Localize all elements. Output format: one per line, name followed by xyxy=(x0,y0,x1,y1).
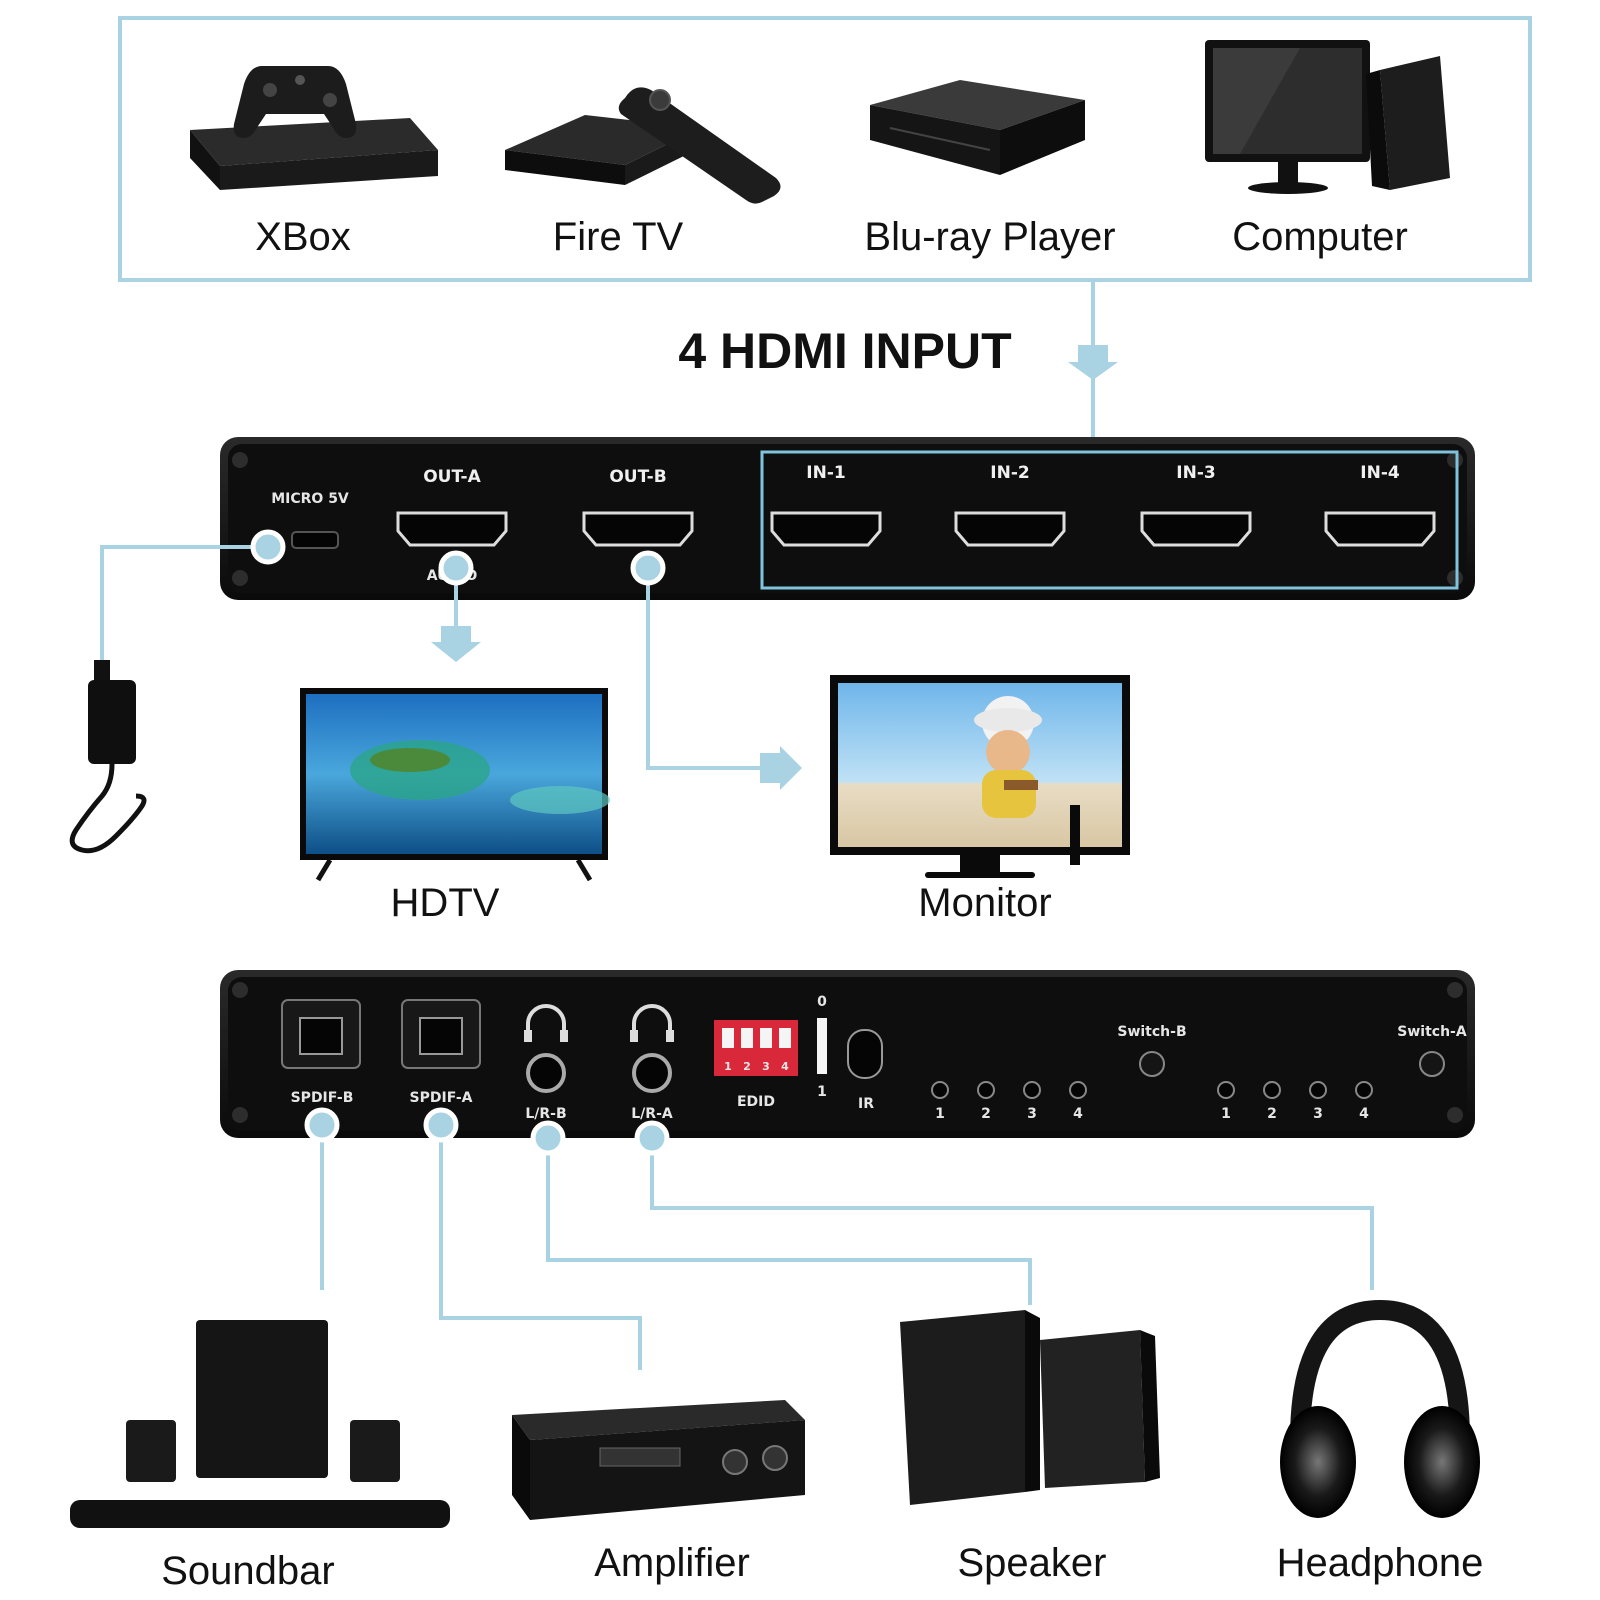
edid-switch-num: 2 xyxy=(743,1060,751,1073)
hdmi-port-in-2 xyxy=(954,511,1066,547)
edid-label: EDID xyxy=(737,1094,775,1110)
monitor-icon xyxy=(830,675,1130,878)
panel-screw xyxy=(232,982,248,998)
led-a-num: 2 xyxy=(1267,1106,1277,1122)
source-label-xbox: XBox xyxy=(255,215,351,259)
monitor-label: Monitor xyxy=(918,881,1051,925)
led-b-3 xyxy=(1023,1081,1041,1099)
ir-receiver xyxy=(847,1029,883,1079)
panel-screw xyxy=(1447,1107,1463,1123)
led-a-3 xyxy=(1309,1081,1327,1099)
led-a-4 xyxy=(1355,1081,1373,1099)
out-b-label: OUT-B xyxy=(609,467,666,487)
panel-screw xyxy=(1447,570,1463,586)
input-arrow xyxy=(1068,280,1118,448)
led-b-1 xyxy=(931,1081,949,1099)
in-3-label: IN-3 xyxy=(1176,463,1215,483)
micro-usb-port xyxy=(291,531,339,549)
spdif-b-label: SPDIF-B xyxy=(291,1090,354,1106)
spdif-b-connector-dot xyxy=(304,1107,340,1143)
hdmi-panel: MICRO 5V OUT-A AUDIO OUT-B IN-1 IN-2 IN-… xyxy=(220,437,1475,600)
led-a-num: 3 xyxy=(1313,1106,1323,1122)
hdmi-port-out-a xyxy=(396,511,508,547)
headphone-label: Headphone xyxy=(1277,1541,1484,1585)
source-label-fire-tv: Fire TV xyxy=(553,215,684,259)
led-b-num: 3 xyxy=(1027,1106,1037,1122)
spdif-a-label: SPDIF-A xyxy=(410,1090,473,1106)
fire-tv-icon xyxy=(505,87,781,204)
in-2-label: IN-2 xyxy=(990,463,1029,483)
inputs-highlight xyxy=(760,450,1459,590)
switch-a-button[interactable] xyxy=(1419,1051,1445,1077)
out-b-connector-dot xyxy=(630,550,666,586)
switch-b-button[interactable] xyxy=(1139,1051,1165,1077)
led-a-num: 4 xyxy=(1359,1106,1369,1122)
edid-indicator-bar xyxy=(817,1018,827,1074)
speaker-icon xyxy=(900,1310,1160,1505)
in-1-label: IN-1 xyxy=(806,463,845,483)
edid-bottom-mark: 1 xyxy=(817,1084,827,1100)
switch-b-label: Switch-B xyxy=(1117,1024,1186,1040)
lr-b-connector-dot xyxy=(530,1120,566,1156)
xbox-console-icon xyxy=(190,66,438,190)
power-connector-dot xyxy=(250,529,286,565)
panel-screw xyxy=(232,1107,248,1123)
led-b-num: 1 xyxy=(935,1106,945,1122)
hdmi-port-out-b xyxy=(582,511,694,547)
sources-box: XBox Fire TV Blu-ray Player Computer xyxy=(118,16,1532,282)
hdtv-label: HDTV xyxy=(391,881,500,925)
led-b-2 xyxy=(977,1081,995,1099)
headphone-jack-b-icon xyxy=(526,1004,566,1038)
led-b-4 xyxy=(1069,1081,1087,1099)
panel-screw xyxy=(1447,452,1463,468)
headphone-icon xyxy=(1280,1299,1480,1518)
lr-a-connector-dot xyxy=(634,1120,670,1156)
in-4-label: IN-4 xyxy=(1360,463,1400,483)
lr-b-label: L/R-B xyxy=(525,1106,566,1122)
computer-icon xyxy=(1205,40,1450,194)
soundbar-label: Soundbar xyxy=(161,1549,334,1593)
led-a-1 xyxy=(1217,1081,1235,1099)
out-a-label: OUT-A xyxy=(423,467,481,487)
audio-jack-a xyxy=(632,1053,672,1093)
source-label-computer: Computer xyxy=(1232,215,1408,259)
edid-switch-num: 4 xyxy=(781,1060,789,1073)
spdif-a-connector-dot xyxy=(423,1107,459,1143)
source-label-bluray: Blu-ray Player xyxy=(864,215,1115,259)
audio-jack-b xyxy=(526,1053,566,1093)
led-b-num: 4 xyxy=(1073,1106,1083,1122)
audio-panel: SPDIF-B SPDIF-A L/R-B L/R-A 1 2 3 4 EDID… xyxy=(220,970,1475,1138)
hdmi-port-in-3 xyxy=(1140,511,1252,547)
speaker-label: Speaker xyxy=(958,1541,1107,1585)
inputs-title: 4 HDMI INPUT xyxy=(678,323,1011,379)
led-a-2 xyxy=(1263,1081,1281,1099)
bluray-player-icon xyxy=(870,80,1085,175)
ir-label: IR xyxy=(858,1096,874,1112)
power-adapter-icon xyxy=(69,660,147,854)
headphone-jack-a-icon xyxy=(632,1004,672,1038)
lr-a-label: L/R-A xyxy=(631,1106,673,1122)
power-port-label: MICRO 5V xyxy=(271,491,349,507)
edid-switch-num: 1 xyxy=(724,1060,732,1073)
edid-switch-num: 3 xyxy=(762,1060,770,1073)
edid-top-mark: 0 xyxy=(817,994,827,1010)
hdmi-port-in-4 xyxy=(1324,511,1436,547)
led-a-num: 1 xyxy=(1221,1106,1231,1122)
panel-screw xyxy=(232,452,248,468)
soundbar-icon xyxy=(70,1320,450,1528)
amplifier-icon xyxy=(512,1400,805,1520)
switch-a-label: Switch-A xyxy=(1397,1024,1467,1040)
panel-screw xyxy=(1447,982,1463,998)
hdmi-output-connectors xyxy=(100,529,802,790)
hdtv-icon xyxy=(300,688,610,882)
led-b-num: 2 xyxy=(981,1106,991,1122)
panel-screw xyxy=(232,570,248,586)
out-a-connector-dot xyxy=(438,550,474,586)
audio-output-connectors xyxy=(304,1107,1374,1370)
amplifier-label: Amplifier xyxy=(594,1541,750,1585)
hdmi-port-in-1 xyxy=(770,511,882,547)
